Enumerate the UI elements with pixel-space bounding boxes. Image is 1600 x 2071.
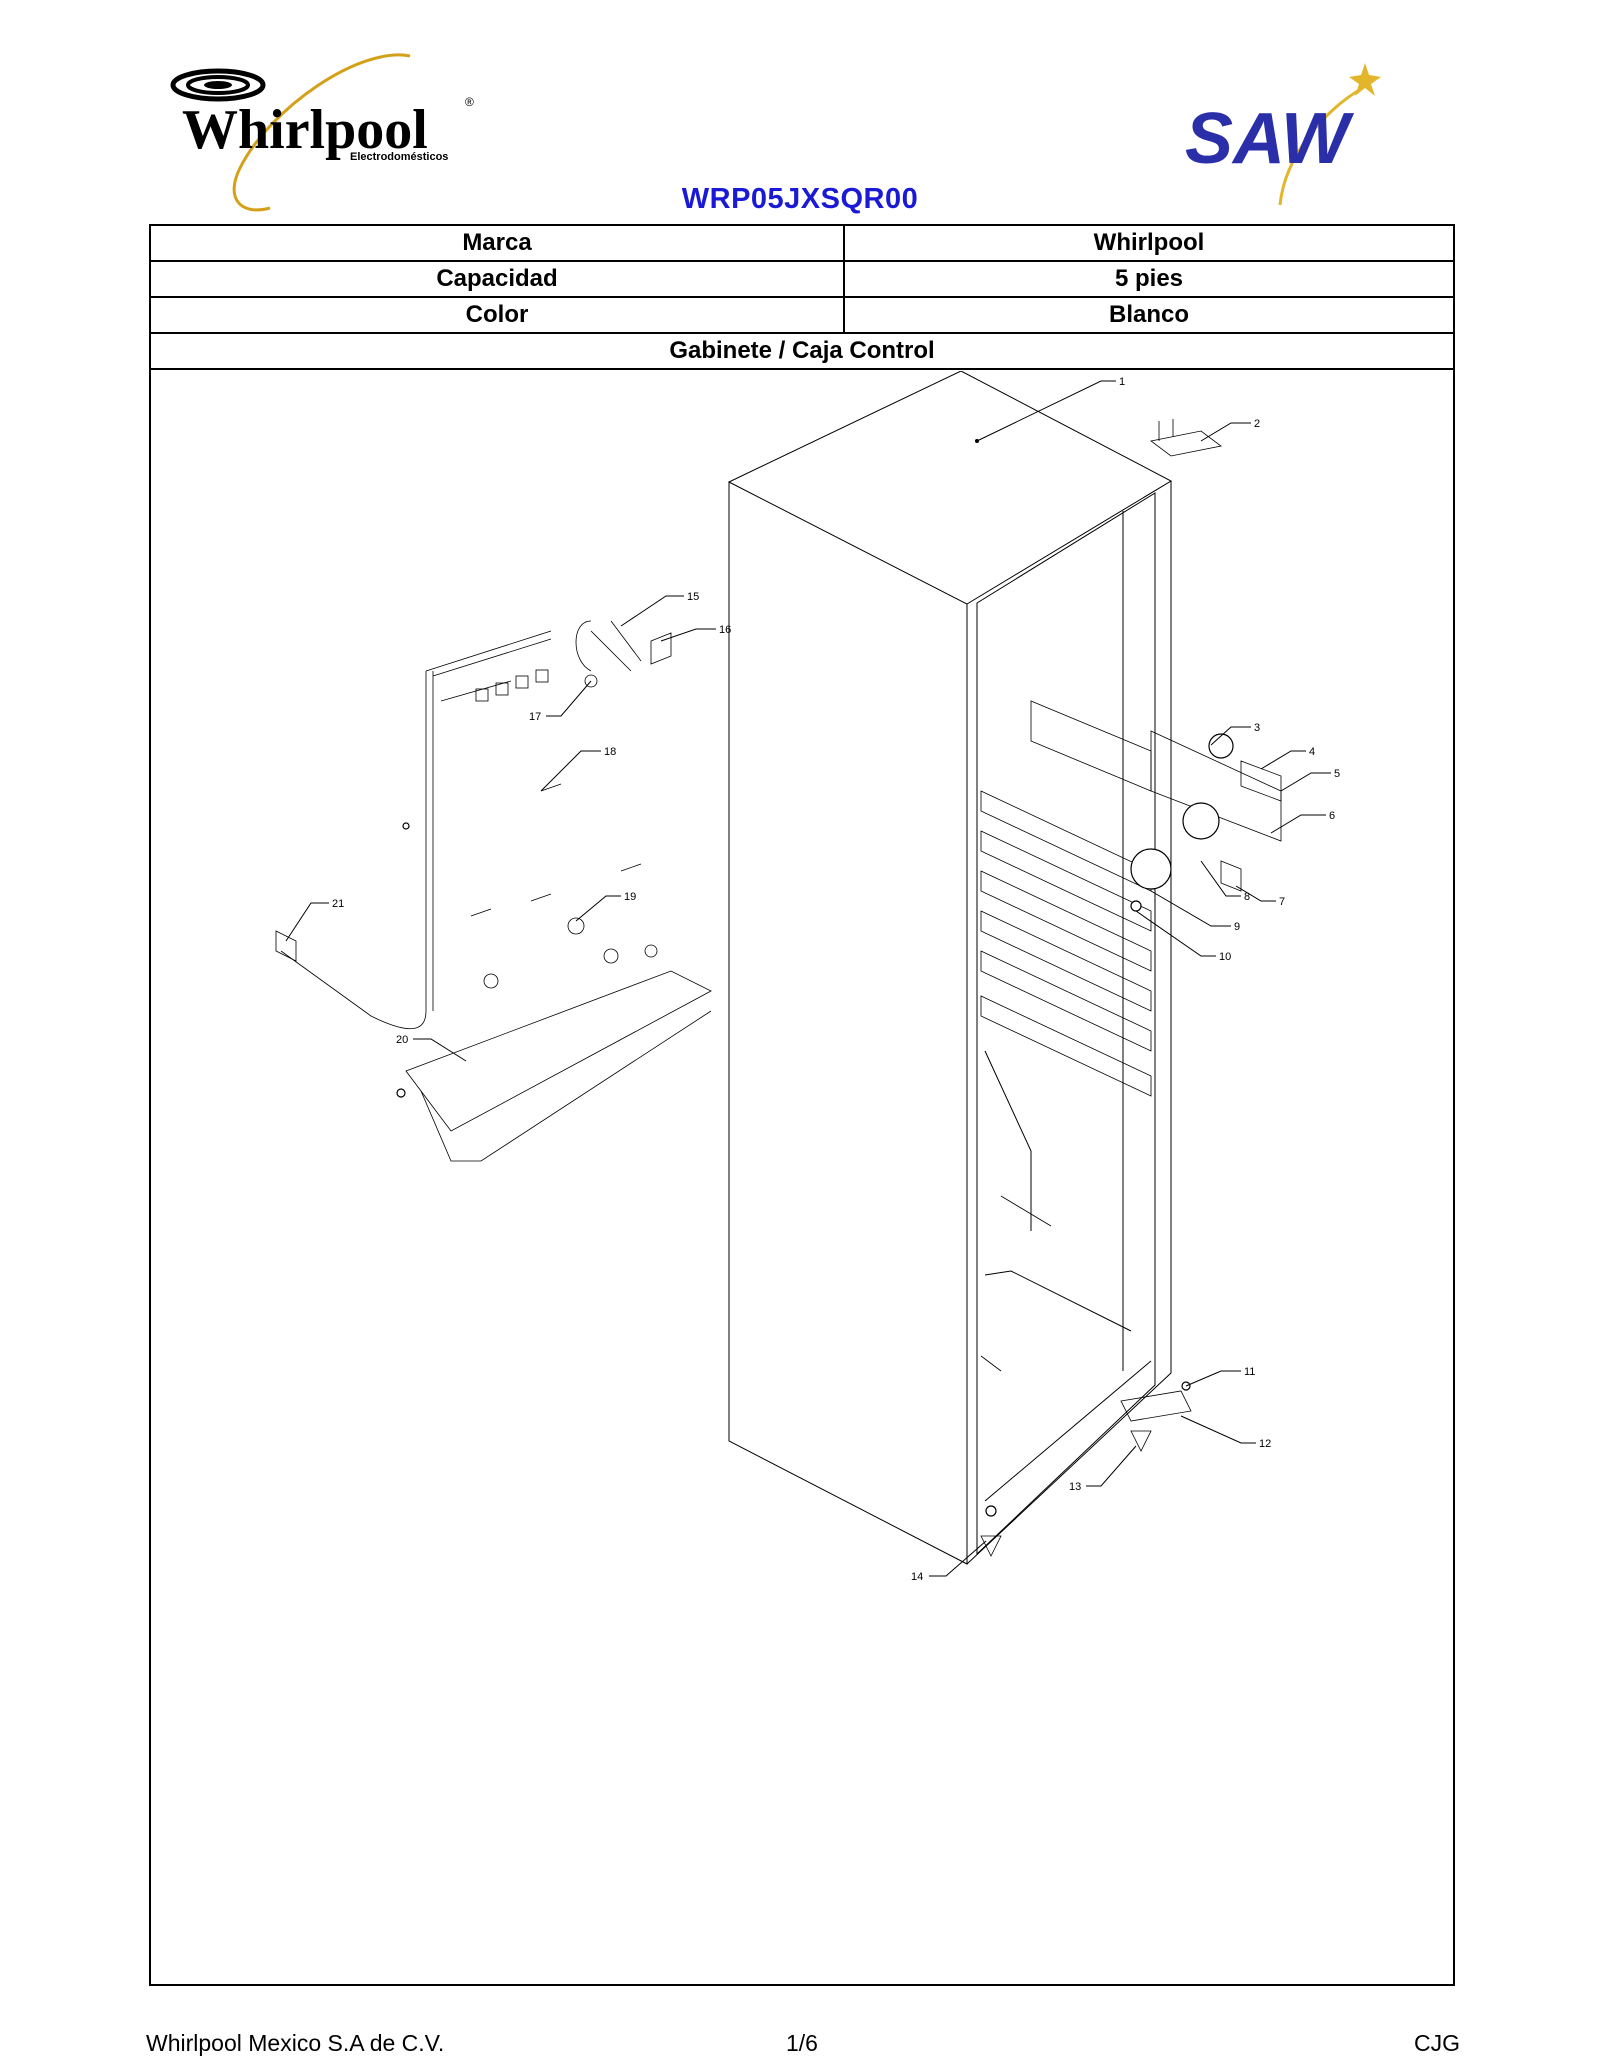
spec-row-capacidad: Capacidad 5 pies [151, 262, 1453, 298]
spec-row-color: Color Blanco [151, 298, 1453, 334]
spec-row-marca: Marca Whirlpool [151, 226, 1453, 262]
callout-8: 8 [1244, 891, 1250, 903]
callout-19: 19 [624, 891, 636, 903]
spec-label: Marca [151, 226, 845, 260]
callout-7: 7 [1279, 896, 1285, 908]
callout-21: 21 [332, 898, 344, 910]
saw-logo-text: SAW [1185, 99, 1355, 179]
callout-3: 3 [1254, 722, 1260, 734]
callout-10: 10 [1219, 951, 1231, 963]
callout-2: 2 [1254, 418, 1260, 430]
callout-5: 5 [1334, 768, 1340, 780]
section-title: Gabinete / Caja Control [669, 337, 935, 364]
callout-9: 9 [1234, 921, 1240, 933]
left-parts-drawing [275, 620, 712, 1162]
callout-14: 14 [911, 1571, 923, 1583]
callout-leaders [285, 380, 1331, 1577]
model-number: WRP05JXSQR00 [681, 183, 919, 215]
cabinet-drawing [728, 371, 1282, 1565]
spec-label: Capacidad [151, 262, 845, 296]
saw-logo: SAW [1185, 63, 1381, 206]
callout-labels: 1 2 3 4 5 6 7 8 9 10 11 12 13 14 15 16 1… [332, 376, 1340, 1583]
callout-6: 6 [1329, 810, 1335, 822]
svg-text:®: ® [465, 95, 474, 109]
footer-initials: CJG [1414, 2030, 1460, 2056]
callout-18: 18 [604, 746, 616, 758]
callout-17: 17 [529, 711, 541, 723]
callout-15: 15 [687, 591, 699, 603]
footer-page-number: 1/6 [786, 2030, 818, 2056]
callout-16: 16 [719, 624, 731, 636]
spec-value: 5 pies [1114, 265, 1184, 292]
exploded-parts-diagram: 1 2 3 4 5 6 7 8 9 10 11 12 13 14 15 16 1… [275, 371, 1340, 1583]
section-title-row: Gabinete / Caja Control [151, 334, 1453, 370]
footer-company: Whirlpool Mexico S.A de C.V. [146, 2030, 445, 2056]
callout-20: 20 [396, 1034, 408, 1046]
parts-sheet-frame: Marca Whirlpool Capacidad 5 pies Color B… [149, 224, 1455, 1986]
spec-value: Blanco [1108, 301, 1189, 328]
callout-13: 13 [1069, 1481, 1081, 1493]
whirlpool-logo-text: Whirlpool [182, 99, 428, 161]
callout-12: 12 [1259, 1438, 1271, 1450]
spec-value: Whirlpool [1093, 229, 1205, 256]
whirlpool-logo: Whirlpool ® Electrodomésticos [170, 53, 474, 212]
callout-4: 4 [1309, 746, 1315, 758]
spec-label: Color [151, 298, 845, 332]
whirlpool-logo-subtext: Electrodomésticos [350, 151, 448, 163]
callout-11: 11 [1244, 1366, 1255, 1378]
callout-1: 1 [1119, 376, 1125, 388]
